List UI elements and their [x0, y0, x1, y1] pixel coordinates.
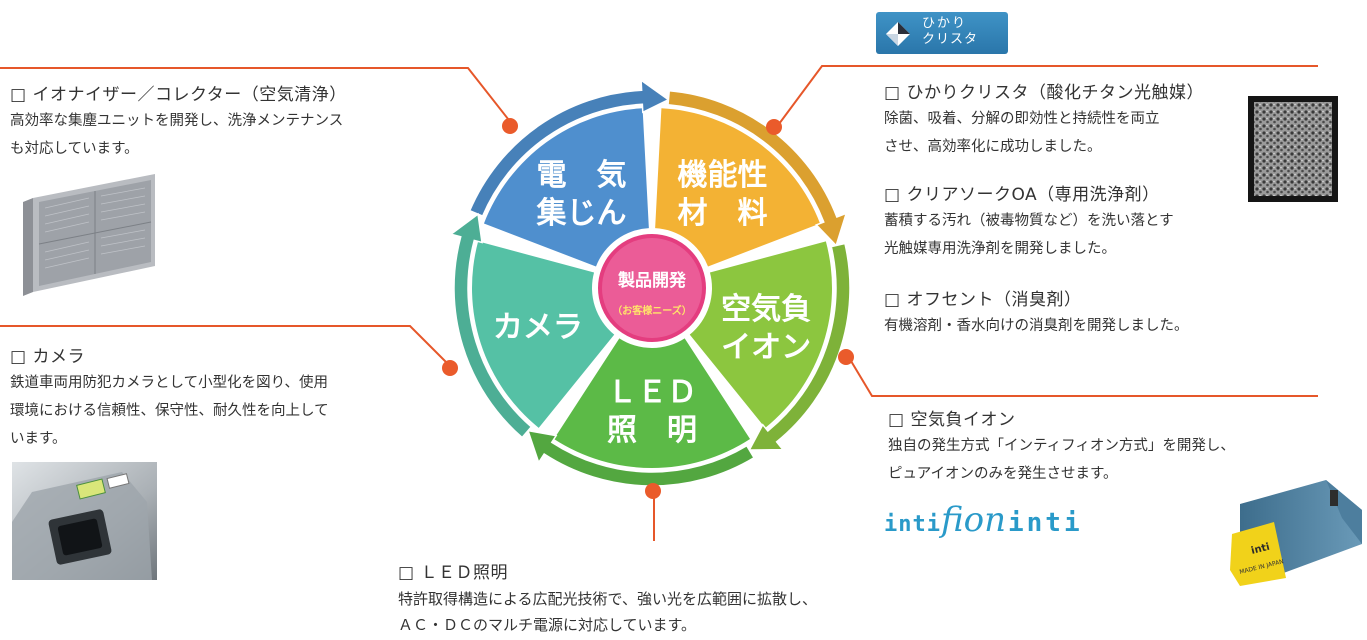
connector-dot-led [645, 483, 661, 499]
camera-line-3: います。 [10, 431, 67, 447]
clear-soak-line-1: 蓄積する汚れ（被毒物質など）を洗い落とす [884, 213, 1174, 229]
ionizer-line-1: 高効率な集塵ユニットを開発し、洗浄メンテナンス [10, 113, 344, 129]
hikari-title: □ ひかりクリスタ（酸化チタン光触媒） [884, 83, 1204, 103]
wheel-label-led-line2: 照 明 [607, 413, 697, 448]
led-title: □ ＬＥＤ照明 [398, 563, 508, 583]
connector-dot-electric [502, 118, 518, 134]
ion-line-1: 独自の発生方式「インティフィオン方式」を開発し、 [888, 438, 1235, 454]
device-label-inti: inti [1250, 542, 1271, 557]
camera-title: □ カメラ [10, 347, 85, 367]
camera-line-1: 鉄道車両用防犯カメラとして小型化を図り、使用 [10, 375, 328, 391]
wheel-segment-camera [472, 241, 615, 428]
wheel-label-ion-line1: 空気負 [721, 292, 811, 327]
collector-filter-image [23, 174, 155, 296]
wheel-segment-functional [655, 108, 821, 267]
wheel-label-electric-line2: 集じん [535, 196, 626, 231]
inti-logo: inti [1008, 508, 1083, 538]
wheel-label-camera: カメラ [493, 310, 583, 345]
connector-dot-camera [442, 360, 458, 376]
wheel-label-led-line1: ＬＥＤ [607, 375, 697, 410]
clear-soak-title: □ クリアソークOA（専用洗浄剤） [884, 185, 1160, 205]
photocatalyst-filter-photo [1248, 96, 1338, 202]
wheel-segment-ion [689, 241, 832, 428]
wheel-arrow-ion [748, 242, 851, 451]
led-line-1: 特許取得構造による広配光技術で、強い光を広範囲に拡散し、 [398, 590, 817, 608]
wheel-label-functional-line1: 機能性 [678, 158, 768, 193]
wheel-arrow-functional [667, 89, 848, 247]
wheel-label-electric-line1: 電 気 [536, 158, 626, 193]
hikari-crysta-logo: ひかり クリスタ [876, 12, 1008, 54]
wheel-segment-electric [483, 108, 649, 267]
connector-dot-ion [838, 349, 854, 365]
offcent-line-1: 有機溶剤・香水向けの消臭剤を開発しました。 [884, 318, 1189, 334]
crystal-icon [886, 22, 910, 46]
ion-title: □ 空気負イオン [888, 410, 1016, 430]
wheel-arrow-camera [449, 212, 533, 439]
hikari-line-1: 除菌、吸着、分解の即効性と持続性を両立 [884, 111, 1160, 127]
hikari-line-2: させ、高効率化に成功しました。 [884, 139, 1102, 155]
intifion-logo: intifion [884, 500, 1006, 540]
camera-line-2: 環境における信頼性、保守性、耐久性を向上して [10, 403, 329, 419]
wheel-label-ion-line2: イオン [721, 330, 811, 365]
wheel-arrow-electric [468, 78, 670, 218]
ionizer-line-2: も対応しています。 [10, 141, 139, 157]
ionizer-title: □ イオナイザー／コレクター（空気清浄） [10, 85, 347, 105]
clear-soak-line-2: 光触媒専用洗浄剤を開発しました。 [884, 241, 1116, 257]
intifion-logo-fion: fion [940, 500, 1007, 540]
offcent-title: □ オフセント（消臭剤） [884, 290, 1082, 310]
wheel-label-functional-line2: 材 料 [678, 196, 768, 231]
led-line-2: ＡＣ・ＤＣのマルチ電源に対応しています。 [398, 616, 697, 634]
intifion-logo-inti: inti [884, 512, 941, 537]
connector-dot-functional [766, 119, 782, 135]
wheel-segment-led [553, 338, 751, 468]
hikari-logo-line-1: ひかり [922, 16, 968, 31]
camera-photo [12, 462, 157, 580]
ion-generator-photo: inti MADE IN JAPAN [1230, 480, 1362, 586]
wheel-arrow-led [526, 429, 756, 487]
center-title: 製品開発 [617, 270, 687, 291]
center-subtitle: （お客様ニーズ） [612, 304, 692, 317]
hikari-logo-line-2: クリスタ [922, 32, 979, 47]
ion-line-2: ピュアイオンのみを発生させます。 [888, 466, 1118, 482]
